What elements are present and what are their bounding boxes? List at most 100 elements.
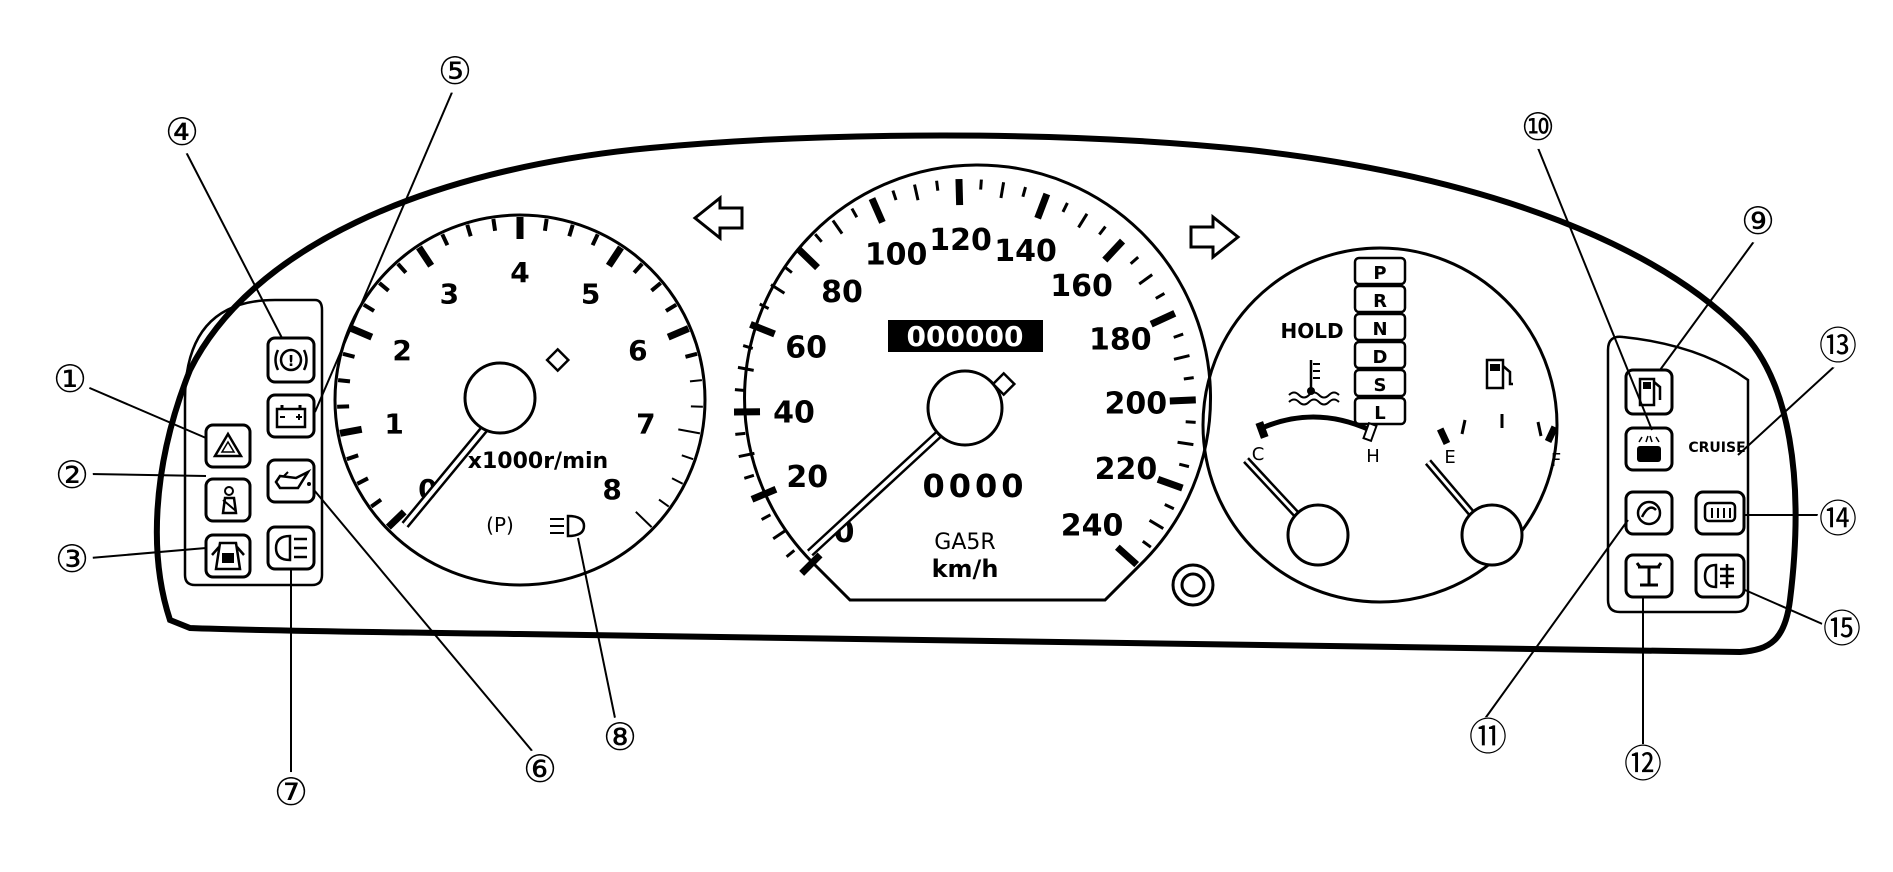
callout-number: ⑩	[1521, 105, 1555, 149]
abs-warning-lamp	[1626, 492, 1672, 534]
speedometer-tick	[1178, 442, 1194, 444]
speedometer-tick	[872, 199, 882, 223]
speedometer-label: 220	[1095, 452, 1158, 487]
fuel-needle-hub	[1462, 505, 1522, 565]
speedometer-label: 120	[929, 223, 992, 258]
gear-label: N	[1372, 319, 1387, 340]
speedometer-tick	[799, 250, 818, 268]
speedometer-tick	[981, 180, 982, 190]
tachometer-tick	[682, 455, 693, 459]
tachometer-label: 3	[440, 277, 459, 310]
tachometer-tick	[634, 264, 642, 273]
tachometer-tick	[398, 264, 406, 273]
speedometer-tick	[937, 181, 938, 191]
fuel-scale-ticks	[1437, 414, 1558, 445]
speedometer-tick	[735, 433, 745, 434]
gear-label: S	[1374, 375, 1387, 396]
speedometer-tick	[833, 220, 842, 233]
charging-warning-lamp	[268, 395, 314, 437]
speedometer-tick	[1158, 479, 1182, 488]
speedometer-tick	[787, 550, 795, 556]
speedometer-tick	[815, 234, 821, 242]
tachometer-tick	[672, 478, 683, 483]
door-ajar-warning-lamp	[206, 535, 250, 577]
speedometer-unit: km/h	[932, 555, 999, 583]
gear-label: D	[1373, 347, 1388, 368]
svg-text:!: !	[288, 352, 295, 370]
tachometer-tick	[340, 429, 362, 433]
speedometer-tick	[852, 209, 857, 218]
tachometer-label: 6	[628, 334, 647, 367]
tachometer-tick	[636, 512, 652, 527]
callout-number: ⑥	[523, 747, 557, 791]
tachometer-tick	[371, 500, 381, 507]
tachometer-tick	[678, 429, 700, 433]
tachometer-tick	[668, 328, 688, 337]
temp-hot-label: H	[1366, 446, 1380, 467]
tachometer-tick	[442, 234, 447, 245]
tachometer-hub	[465, 363, 535, 433]
tachometer-tick	[666, 305, 676, 311]
speedometer-label: 40	[773, 395, 815, 430]
fuel-full-label: F	[1551, 450, 1561, 471]
tachometer-tick	[467, 225, 470, 236]
speedometer-tick	[1151, 313, 1175, 324]
rear-defogger-indicator-lamp	[1696, 492, 1744, 534]
washer-fluid-warning-lamp	[1626, 428, 1672, 470]
tachometer-tick	[569, 225, 572, 236]
parking-brake-indicator: (P)	[486, 513, 514, 537]
trip-reset-knob	[1173, 565, 1213, 605]
speedometer-tick	[802, 555, 820, 573]
speedometer-label: 140	[994, 234, 1057, 269]
callout-number: ①	[53, 357, 87, 401]
tachometer-tick	[357, 478, 368, 483]
speedometer-tick	[784, 266, 792, 272]
maintenance-lift-lamp	[1626, 555, 1672, 597]
speedometer-label: 180	[1089, 322, 1152, 357]
speedometer-tick	[1165, 504, 1174, 508]
speedometer-model: GA5R	[934, 530, 995, 555]
tachometer-tick	[545, 219, 547, 231]
speedometer-label: 160	[1050, 269, 1113, 304]
callout-number: ⑧	[603, 715, 637, 759]
speedometer-tick	[773, 530, 786, 539]
callout-number: ⑭	[1819, 497, 1857, 541]
tachometer-tick	[388, 512, 404, 527]
speedometer-label: 100	[865, 237, 928, 272]
speedometer-tick	[735, 390, 745, 391]
tachometer-tick	[493, 219, 495, 231]
seatbelt-warning-lamp	[206, 479, 250, 521]
speedometer-tick	[1150, 520, 1164, 528]
tachometer-tick	[343, 354, 355, 357]
callout-number: ⑦	[274, 770, 308, 814]
fuel-empty-label: E	[1444, 447, 1455, 468]
callout-number: ⑨	[1741, 199, 1775, 243]
oil-pressure-warning-lamp	[268, 460, 314, 502]
tachometer-tick	[338, 380, 350, 381]
speedometer-tick	[738, 367, 754, 370]
tachometer-label: 7	[636, 407, 655, 440]
speedometer-tick	[1174, 334, 1183, 337]
speedometer-tick	[1156, 293, 1165, 298]
gear-label: P	[1373, 263, 1386, 284]
hazard-warning-lamp	[206, 425, 250, 467]
speedometer-tick	[1063, 203, 1067, 212]
speedometer-tick	[752, 489, 776, 499]
speedometer-tick	[1139, 275, 1152, 284]
speedometer-tick	[1117, 547, 1136, 564]
speedometer-label: 60	[785, 331, 827, 366]
speedometer-label: 200	[1105, 387, 1168, 422]
speedometer-label: 80	[821, 275, 863, 310]
temp-needle-hub	[1288, 505, 1348, 565]
callout-number: ⑪	[1469, 715, 1507, 759]
tachometer-tick	[651, 283, 660, 291]
callout-number: ⑮	[1823, 607, 1861, 651]
tachometer-tick	[593, 234, 598, 245]
callout-number: ②	[55, 453, 89, 497]
trip-meter-display: 0000	[922, 467, 1027, 505]
left-turn-signal-icon	[695, 198, 742, 238]
